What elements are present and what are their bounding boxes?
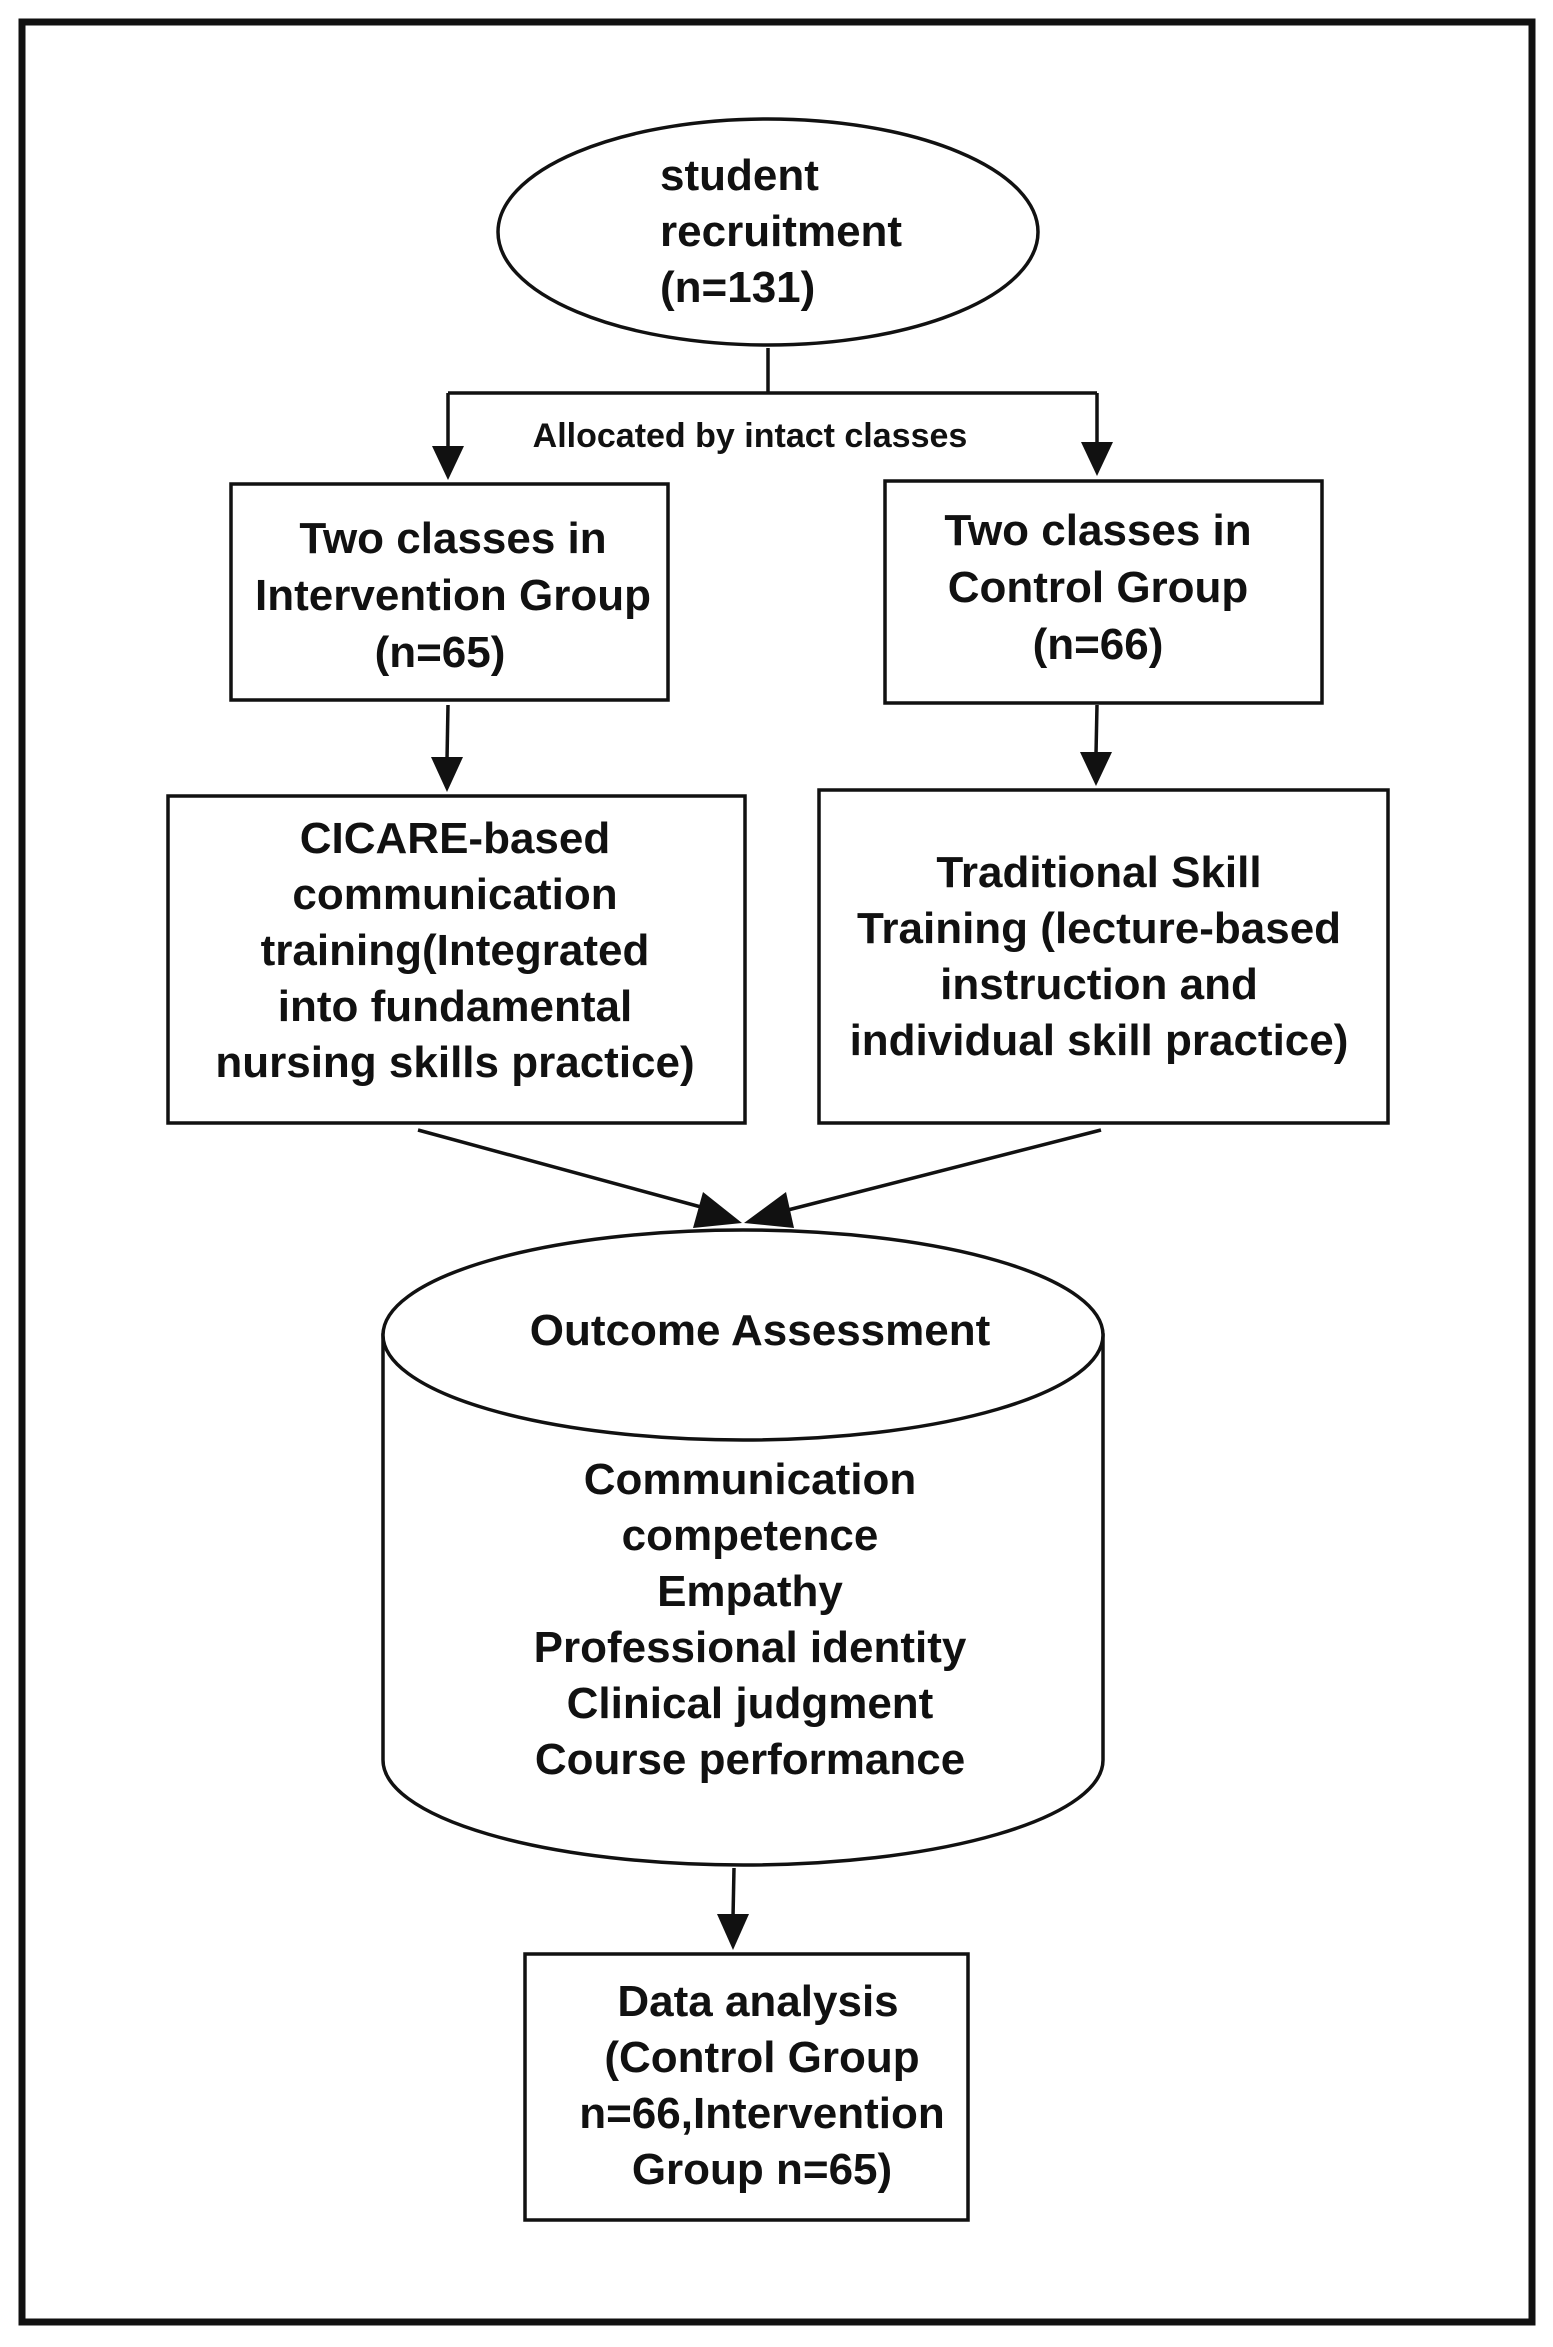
data-analysis-node: Data analysis (Control Group n=66,Interv…	[523, 1952, 970, 2222]
data-analysis-line-4: Group n=65)	[632, 2145, 892, 2194]
outcome-item-6: Course performance	[535, 1735, 965, 1784]
control-training-line-1: Traditional Skill	[936, 848, 1261, 897]
arrowhead-to-control-group	[1081, 442, 1113, 476]
connector-intervention-to-outcome	[417, 1128, 713, 1212]
arrowhead-intervention-to-outcome	[693, 1192, 742, 1228]
data-analysis-line-3: n=66,Intervention	[579, 2089, 945, 2138]
intervention-training-line-4: into fundamental	[278, 982, 632, 1031]
intervention-group-box	[229, 482, 670, 702]
intervention-training-line-2: communication	[292, 870, 617, 919]
outcome-cylinder-body	[381, 1333, 1105, 1867]
outcome-item-5: Clinical judgment	[567, 1679, 934, 1728]
intervention-group-line-3: (n=65)	[375, 628, 506, 677]
allocation-label: Allocated by intact classes	[533, 417, 968, 455]
outcome-item-1: Communication	[584, 1455, 916, 1504]
control-training-line-2: Training (lecture-based	[857, 904, 1341, 953]
recruitment-ellipse	[496, 117, 1040, 347]
data-analysis-line-2: (Control Group	[604, 2033, 919, 2082]
intervention-training-line-5: nursing skills practice)	[215, 1038, 694, 1087]
intervention-training-node: CICARE-based communication training(Inte…	[166, 794, 747, 1125]
control-training-line-3: instruction and	[940, 960, 1258, 1009]
recruitment-node: student recruitment (n=131)	[496, 117, 1040, 347]
outcome-item-4: Professional identity	[534, 1623, 967, 1672]
connector-control-to-training	[1094, 704, 1099, 755]
outer-frame	[18, 18, 1536, 2326]
arrowhead-to-intervention-training	[431, 757, 463, 792]
outcome-title: Outcome Assessment	[530, 1306, 991, 1355]
intervention-group-line-1: Two classes in	[299, 514, 606, 563]
control-group-line-3: (n=66)	[1033, 620, 1164, 669]
connector-control-to-outcome	[779, 1128, 1102, 1214]
control-group-box	[883, 479, 1324, 705]
outcome-cylinder-top	[381, 1228, 1105, 1442]
intervention-training-line-3: training(Integrated	[261, 926, 650, 975]
control-group-node: Two classes in Control Group (n=66)	[883, 479, 1324, 705]
arrowhead-to-intervention-group	[432, 446, 464, 480]
control-training-box	[817, 788, 1390, 1125]
data-analysis-line-1: Data analysis	[617, 1977, 898, 2026]
arrowhead-to-control-training	[1080, 752, 1112, 786]
data-analysis-box	[523, 1952, 970, 2222]
control-group-line-1: Two classes in	[944, 506, 1251, 555]
arrowhead-control-to-outcome	[744, 1192, 794, 1228]
recruitment-line-2: recruitment	[660, 207, 902, 256]
control-training-node: Traditional Skill Training (lecture-base…	[817, 788, 1390, 1125]
intervention-group-line-2: Intervention Group	[255, 571, 651, 620]
outcome-item-2: competence	[622, 1511, 879, 1560]
outcome-item-3: Empathy	[657, 1567, 843, 1616]
connector-outcome-to-analysis	[731, 1867, 736, 1919]
intervention-training-line-1: CICARE-based	[300, 814, 611, 863]
outcome-assessment-node: Outcome Assessment Communication compete…	[381, 1228, 1105, 1867]
recruitment-line-3: (n=131)	[660, 263, 815, 312]
arrowhead-to-data-analysis	[717, 1914, 749, 1950]
intervention-group-node: Two classes in Intervention Group (n=65)	[229, 482, 670, 702]
control-group-line-2: Control Group	[948, 563, 1249, 612]
recruitment-line-1: student	[660, 151, 819, 200]
connector-intervention-to-training	[445, 704, 450, 761]
control-training-line-4: individual skill practice)	[850, 1016, 1349, 1065]
intervention-training-box	[166, 794, 747, 1125]
